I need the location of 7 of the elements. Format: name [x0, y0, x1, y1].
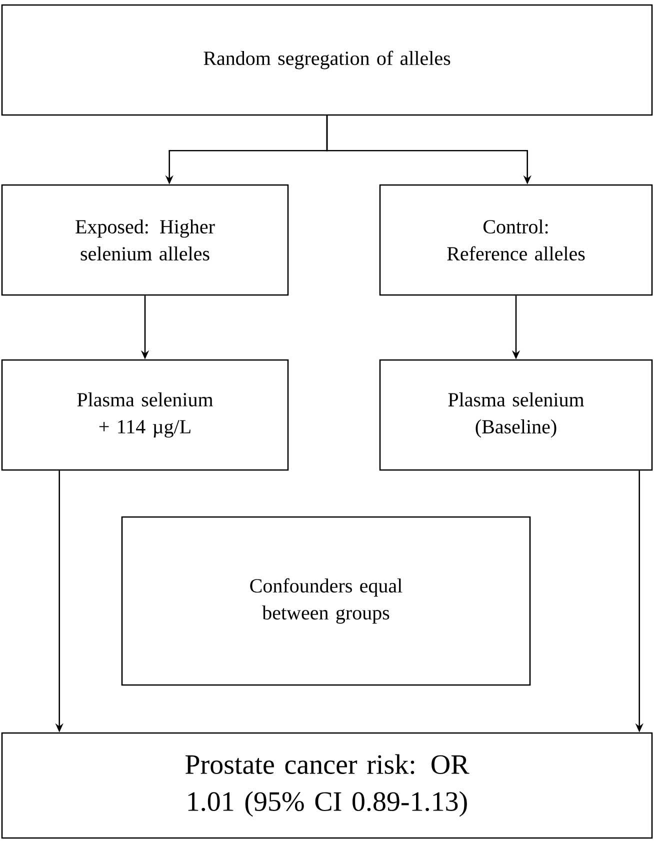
process-box: Random segregation of alleles: [1, 4, 653, 116]
process-box: Confounders equal between groups: [121, 516, 531, 686]
process-box: Prostate cancer risk: OR 1.01 (95% CI 0.89-1.13): [1, 732, 653, 839]
process-box: Exposed: Higher selenium alleles: [1, 184, 289, 296]
process-box: Control: Reference alleles: [379, 184, 653, 296]
process-box: Plasma selenium + 114 µg/L: [1, 359, 289, 471]
process-box: Plasma selenium (Baseline): [379, 359, 653, 471]
